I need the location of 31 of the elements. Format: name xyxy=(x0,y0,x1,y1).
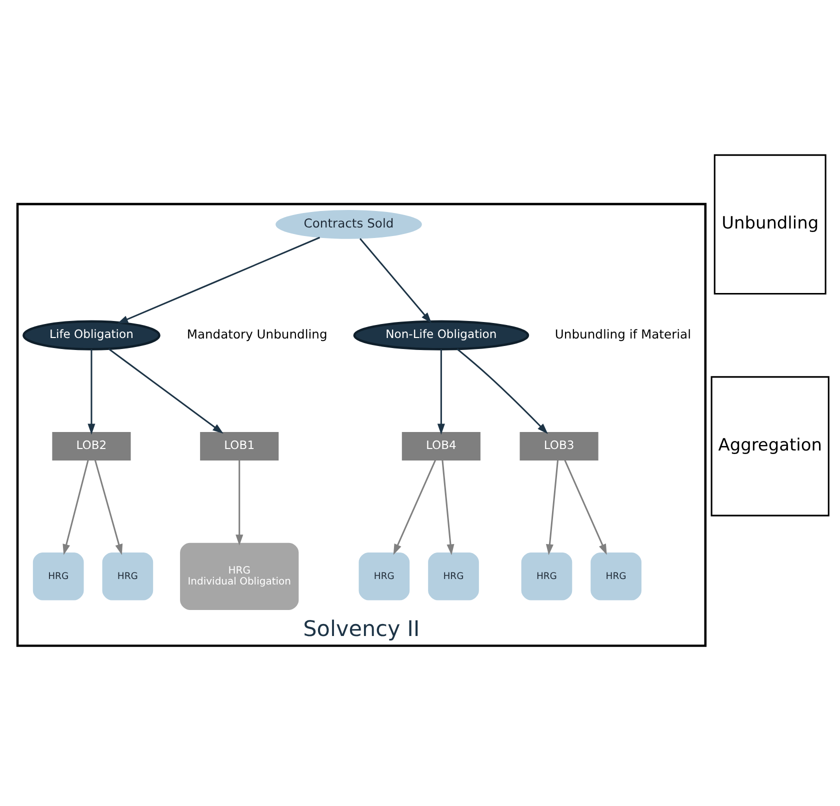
label: Mandatory Unbundling xyxy=(186,326,328,341)
arrow xyxy=(546,460,559,555)
label: Unbundling if Material xyxy=(554,326,692,341)
node-box: LOB3 xyxy=(520,432,598,460)
arrow xyxy=(360,238,432,323)
node-box: HRG xyxy=(102,552,154,600)
arrow xyxy=(456,348,548,434)
node-box: LOB2 xyxy=(52,432,131,460)
arrow xyxy=(108,348,224,434)
arrow xyxy=(236,460,244,545)
arrow xyxy=(442,460,454,555)
node-box: HRG xyxy=(590,552,642,600)
arrow xyxy=(437,348,445,434)
arrow xyxy=(117,236,320,324)
arrow xyxy=(88,348,96,434)
node-box: LOB4 xyxy=(402,432,480,460)
node-ellipse: Contracts Sold xyxy=(276,209,422,238)
node-box: Aggregation xyxy=(710,376,830,516)
node-box: Unbundling xyxy=(714,154,826,294)
node-ellipse: Non-Life Obligation xyxy=(353,320,530,350)
arrow xyxy=(94,460,123,554)
node-box: HRG xyxy=(32,552,84,600)
node-box: HRG xyxy=(521,552,572,600)
arrow xyxy=(393,459,436,554)
node-box: HRG xyxy=(428,552,479,600)
node-ellipse: Life Obligation xyxy=(22,320,160,350)
arrow xyxy=(62,460,89,554)
node-box: HRG Individual Obligation xyxy=(180,542,299,610)
node-box: LOB1 xyxy=(200,432,279,460)
arrow xyxy=(564,460,607,554)
node-box: HRG xyxy=(358,552,410,600)
